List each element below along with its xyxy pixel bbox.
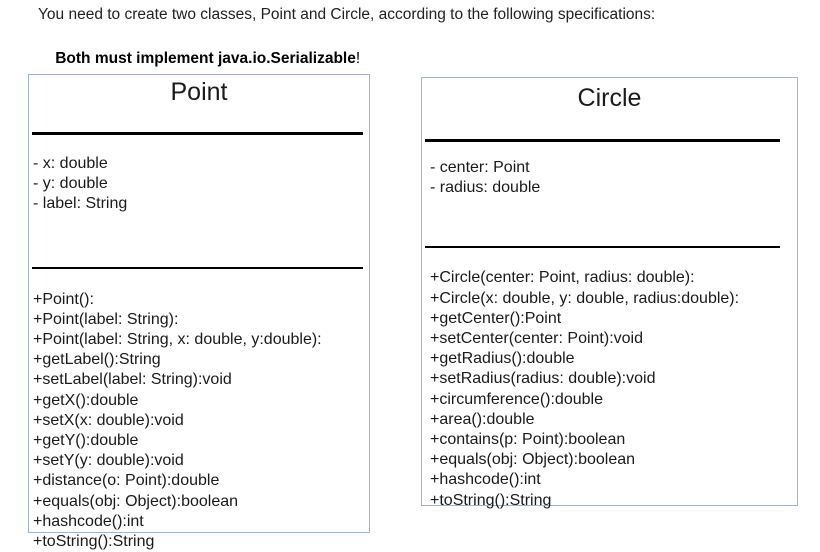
attribute-item: - y: double xyxy=(33,175,108,193)
method-list-circle: +Circle(center: Point, radius: double): … xyxy=(430,268,797,510)
attribute-item: - x: double xyxy=(33,155,108,172)
method-item: +equals(obj: Object):boolean xyxy=(33,492,239,510)
specification-line-1: You need to create two classes, Point an… xyxy=(38,6,656,23)
attribute-list-point: - x: double - y: double - label: String xyxy=(33,154,369,215)
attribute-item: - label: String xyxy=(33,195,128,213)
method-item: +getRadius():double xyxy=(430,350,575,368)
method-item: +setRadius(radius: double):void xyxy=(430,370,656,388)
method-item: +circumference():double xyxy=(430,390,603,408)
attribute-item: - center: Point xyxy=(430,159,530,176)
attribute-item: - radius: double xyxy=(430,179,541,197)
class-name-circle: Circle xyxy=(577,84,642,112)
class-name-point: Point xyxy=(170,78,228,106)
method-item: +toString():String xyxy=(430,491,552,509)
class-title-separator xyxy=(32,132,363,135)
method-item: +Circle(center: Point, radius: double): xyxy=(430,269,695,287)
method-item: +toString():String xyxy=(33,533,155,551)
class-title-separator xyxy=(425,139,780,142)
method-list-point: +Point(): +Point(label: String): +Point(… xyxy=(33,290,369,552)
specification-line-2: Both must implement java.io.Serializable… xyxy=(38,26,798,92)
serializable-requirement: Both must implement java.io.Serializable xyxy=(55,50,356,67)
method-item: +setY(y: double):void xyxy=(33,452,184,470)
method-item: +Point(): xyxy=(33,290,94,308)
class-attribute-separator xyxy=(425,246,780,249)
method-item: +getCenter():Point xyxy=(430,309,562,327)
attribute-list-circle: - center: Point - radius: double xyxy=(430,158,797,198)
method-item: +setX(x: double):void xyxy=(33,411,184,429)
uml-class-box-point: Point - x: double - y: double - label: S… xyxy=(28,74,370,550)
method-item: +area():double xyxy=(430,410,535,428)
serializable-requirement-suffix: ! xyxy=(355,50,361,67)
method-item: +Point(label: String): xyxy=(33,310,179,328)
method-item: +distance(o: Point):double xyxy=(33,472,220,490)
method-item: +hashcode():int xyxy=(33,512,144,530)
class-attribute-separator xyxy=(32,266,363,269)
specification-text: You need to create two classes, Point an… xyxy=(38,4,798,92)
uml-class-box-circle: Circle - center: Point - radius: double … xyxy=(421,77,798,509)
method-item: +getY():double xyxy=(33,432,139,450)
method-item: +Point(label: String, x: double, y:doubl… xyxy=(33,331,322,349)
method-item: +setCenter(center: Point):void xyxy=(430,330,643,348)
method-item: +getLabel():String xyxy=(33,351,161,369)
method-item: +equals(obj: Object):boolean xyxy=(430,451,636,469)
method-item: +Circle(x: double, y: double, radius:dou… xyxy=(430,289,740,307)
method-item: +contains(p: Point):boolean xyxy=(430,431,626,449)
method-item: +hashcode():int xyxy=(430,471,541,489)
method-item: +getX():double xyxy=(33,391,139,409)
method-item: +setLabel(label: String):void xyxy=(33,371,232,389)
